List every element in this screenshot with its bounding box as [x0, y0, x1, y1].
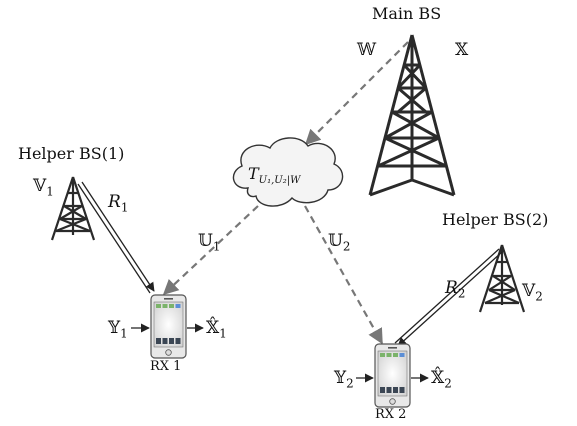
y1-symbol: 𝕐1	[108, 318, 128, 341]
helper-bs1-tower-icon	[50, 176, 96, 241]
rx2-label: RX 2	[375, 407, 407, 422]
cloud-to-rx2-arrow	[304, 205, 383, 345]
v1-symbol: 𝕍1	[33, 176, 54, 199]
rx1-label: RX 1	[150, 359, 182, 374]
helper1-to-rx1-link	[77, 181, 155, 294]
y2-symbol: 𝕐2	[334, 368, 354, 391]
helper-bs2-label: Helper BS(2)	[442, 210, 549, 229]
v2-symbol: 𝕍2	[522, 281, 543, 304]
u2-symbol: 𝕌2	[328, 231, 351, 254]
x2hat-symbol: 𝕏̂2	[431, 368, 452, 391]
x1hat-symbol: 𝕏̂1	[206, 318, 227, 341]
rx2-phone-icon	[374, 343, 411, 408]
helper-bs2-tower-icon	[478, 244, 526, 313]
cloud-to-rx1-arrow	[162, 205, 259, 296]
u1-symbol: 𝕌1	[198, 231, 221, 254]
x-symbol: 𝕏	[455, 40, 469, 60]
cloud-label: TU₁,U₂|W	[248, 164, 301, 187]
main-bs-label: Main BS	[372, 4, 442, 23]
cloud-shape	[232, 137, 344, 207]
r2-symbol: R2	[445, 278, 466, 301]
rx1-phone-icon	[150, 294, 187, 359]
r1-symbol: R1	[108, 192, 129, 215]
main-to-cloud-arrow	[304, 41, 409, 146]
main-bs-tower-icon	[368, 34, 456, 197]
w-symbol: 𝕎	[357, 40, 377, 60]
helper-bs1-label: Helper BS(1)	[18, 144, 125, 163]
helper2-to-rx2-link	[394, 248, 503, 347]
